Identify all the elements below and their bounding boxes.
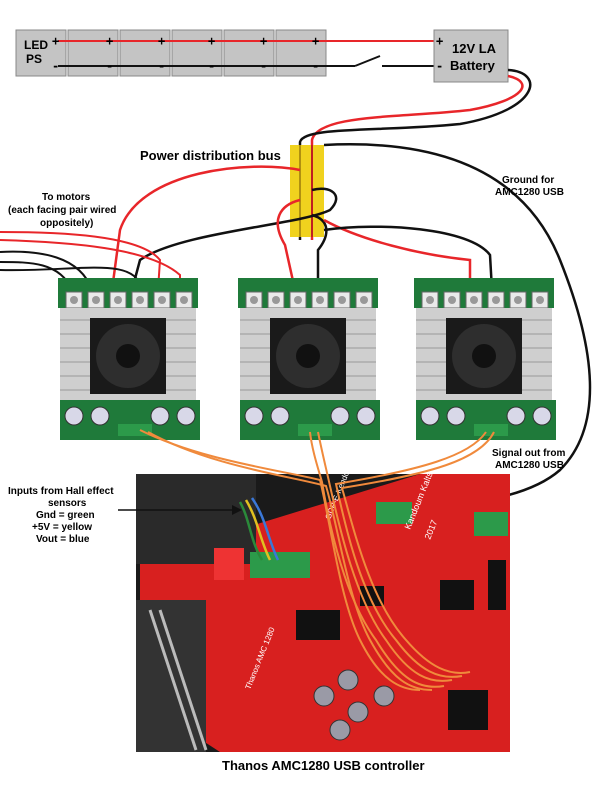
terminal-plus: + <box>260 34 267 48</box>
hall-label-line1: Inputs from Hall effect <box>8 486 114 497</box>
signal-label-line1: Signal out from <box>492 448 565 459</box>
hall-wire-blue <box>250 497 280 561</box>
chip <box>296 610 340 640</box>
chip <box>360 586 384 606</box>
terminal-minus: - <box>106 59 113 73</box>
signal-wires <box>139 429 495 691</box>
battery-negative-wire <box>298 68 532 240</box>
power-distribution-bus <box>290 145 324 237</box>
controller-caption: Thanos AMC1280 USB controller <box>222 758 425 773</box>
ps-label-line2: PS <box>26 52 42 66</box>
terminal-plus: + <box>208 34 215 48</box>
hall-label-line2: sensors <box>48 498 87 509</box>
terminal-minus: - <box>208 59 215 73</box>
battery-label-line1: 12V LA <box>452 41 497 56</box>
motors-label-line2: (each facing pair wired <box>8 205 116 216</box>
hall-label-line4: +5V = yellow <box>32 522 92 533</box>
bus-to-driver3-black <box>323 225 494 291</box>
terminal-block-right <box>376 502 412 524</box>
hall-wire-yellow <box>244 499 272 561</box>
motor-driver-2 <box>238 278 380 440</box>
signal-label-line2: AMC1280 USB <box>495 460 564 471</box>
chip <box>440 580 474 610</box>
motors-label-line1: To motors <box>42 192 91 203</box>
terminal-plus: + <box>158 34 165 48</box>
chip <box>448 690 488 730</box>
terminal-plus: + <box>106 34 113 48</box>
battery-minus: - <box>436 59 443 73</box>
bus-label: Power distribution bus <box>140 148 281 163</box>
terminal-minus: - <box>312 59 319 73</box>
ground-label-line2: AMC1280 USB <box>495 187 564 198</box>
bus-to-driver2-black <box>311 213 328 290</box>
bus-to-driver1-black <box>130 187 338 291</box>
hall-label-line5: Vout = blue <box>36 534 90 545</box>
ground-label-line1: Ground for <box>502 175 554 186</box>
motor-wire-1 <box>0 231 162 291</box>
terminal-minus: - <box>52 59 59 73</box>
motor-driver-3 <box>414 278 556 440</box>
arrow-icon <box>232 505 242 515</box>
battery: + - 12V LA Battery <box>433 29 509 83</box>
battery-label-line2: Battery <box>450 58 496 73</box>
motors-label-line3: oppositely) <box>40 218 93 229</box>
terminal-plus: + <box>312 34 319 48</box>
hall-wire-green <box>238 501 264 561</box>
switch-icon <box>354 55 381 67</box>
bus-to-driver1-red <box>110 165 301 291</box>
led-power-supply: LED PS <box>15 29 327 77</box>
terminal-minus: - <box>158 59 165 73</box>
motor-driver-1 <box>58 278 200 440</box>
controller-board: GDP-E-Kendoun Kandoum Kaltsieu 2017 Than… <box>136 459 510 752</box>
ps-terminal-markers: + + + + + + - - - - - - <box>52 34 319 73</box>
battery-positive-wire <box>310 74 524 240</box>
motor-wire-2 <box>0 239 181 290</box>
terminal-minus: - <box>260 59 267 73</box>
hall-label-line3: Gnd = green <box>36 510 95 521</box>
battery-plus: + <box>436 34 443 48</box>
bus-to-driver2-red <box>276 198 301 291</box>
terminal-plus: + <box>52 34 59 48</box>
ps-label-line1: LED <box>24 38 48 52</box>
connector-block <box>214 548 244 580</box>
